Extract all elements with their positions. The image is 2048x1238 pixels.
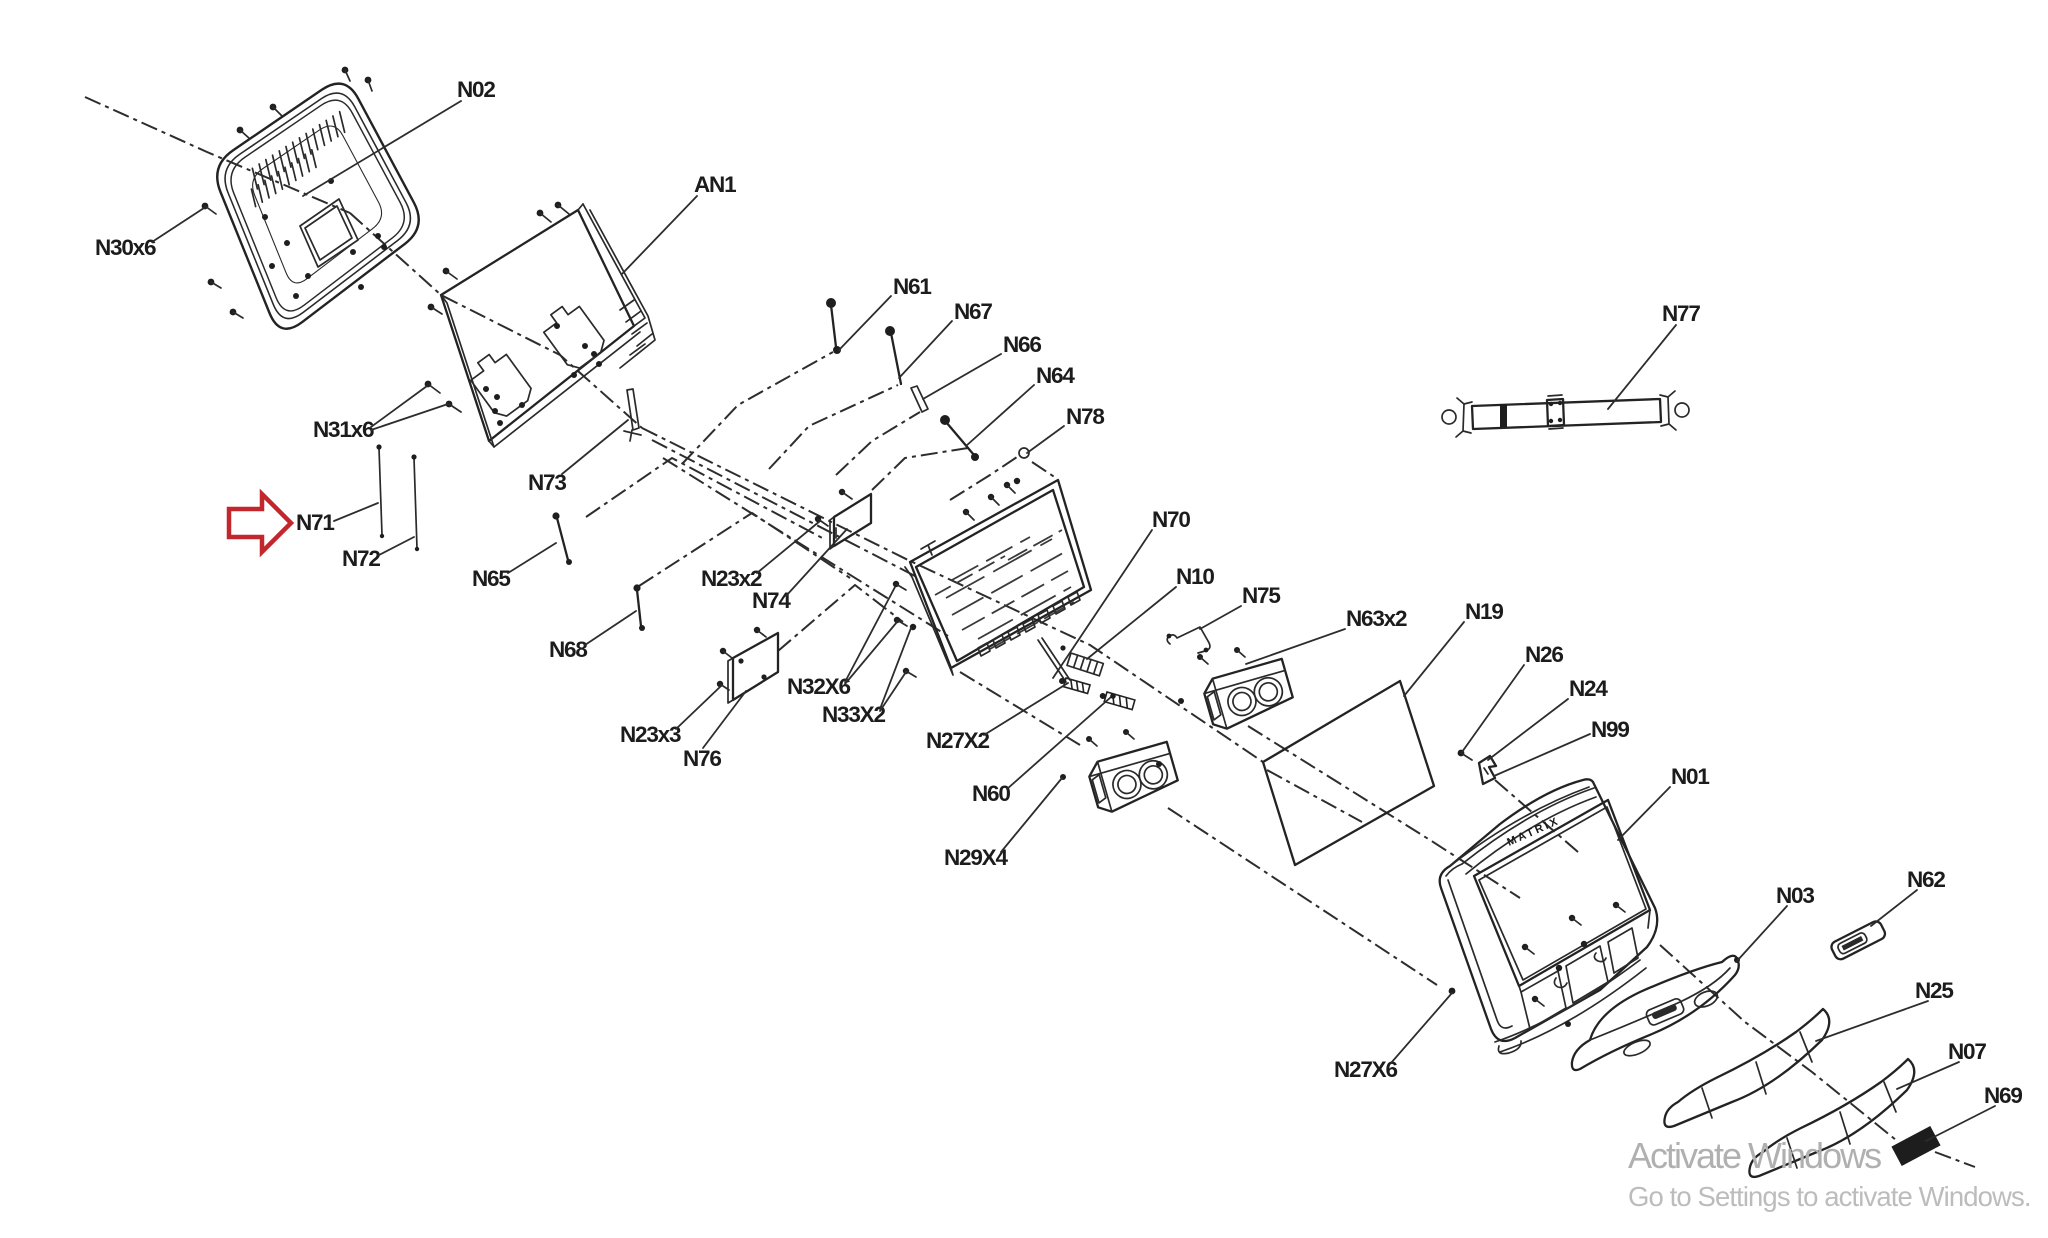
svg-text:N23x3: N23x3 — [620, 722, 681, 747]
svg-text:AN1: AN1 — [694, 172, 736, 197]
svg-text:N10: N10 — [1176, 564, 1214, 589]
svg-text:N66: N66 — [1003, 332, 1041, 357]
svg-text:Activate Windows: Activate Windows — [1628, 1135, 1881, 1176]
svg-text:N03: N03 — [1776, 883, 1814, 908]
svg-text:N71: N71 — [296, 510, 334, 535]
svg-text:N27X6: N27X6 — [1334, 1057, 1397, 1082]
svg-text:N29X4: N29X4 — [944, 845, 1008, 870]
svg-text:N26: N26 — [1525, 642, 1563, 667]
svg-text:N74: N74 — [752, 588, 791, 613]
svg-text:N62: N62 — [1907, 867, 1945, 892]
svg-text:N30x6: N30x6 — [95, 235, 156, 260]
svg-text:N99: N99 — [1591, 717, 1629, 742]
svg-text:N07: N07 — [1948, 1039, 1986, 1064]
svg-text:N27X2: N27X2 — [926, 728, 989, 753]
svg-text:N75: N75 — [1242, 583, 1280, 608]
svg-text:N01: N01 — [1671, 764, 1709, 789]
svg-text:N78: N78 — [1066, 404, 1104, 429]
svg-text:N63x2: N63x2 — [1346, 606, 1407, 631]
svg-text:N67: N67 — [954, 299, 992, 324]
svg-text:N68: N68 — [549, 637, 587, 662]
svg-text:N31x6: N31x6 — [313, 417, 374, 442]
svg-text:N24: N24 — [1569, 676, 1608, 701]
svg-text:N23x2: N23x2 — [701, 566, 762, 591]
svg-text:N65: N65 — [472, 566, 510, 591]
svg-text:N32X6: N32X6 — [787, 674, 850, 699]
svg-text:N69: N69 — [1984, 1083, 2022, 1108]
svg-text:N73: N73 — [528, 470, 566, 495]
svg-text:Go to Settings to activate Win: Go to Settings to activate Windows. — [1628, 1181, 2031, 1212]
svg-text:N61: N61 — [893, 274, 931, 299]
svg-text:N33X2: N33X2 — [822, 702, 885, 727]
svg-text:N60: N60 — [972, 781, 1010, 806]
svg-text:N76: N76 — [683, 746, 721, 771]
svg-text:N25: N25 — [1915, 978, 1953, 1003]
svg-text:N02: N02 — [457, 77, 495, 102]
svg-text:N72: N72 — [342, 546, 380, 571]
svg-text:N77: N77 — [1662, 301, 1700, 326]
svg-text:N19: N19 — [1465, 599, 1503, 624]
svg-text:N64: N64 — [1036, 363, 1075, 388]
svg-text:N70: N70 — [1152, 507, 1190, 532]
